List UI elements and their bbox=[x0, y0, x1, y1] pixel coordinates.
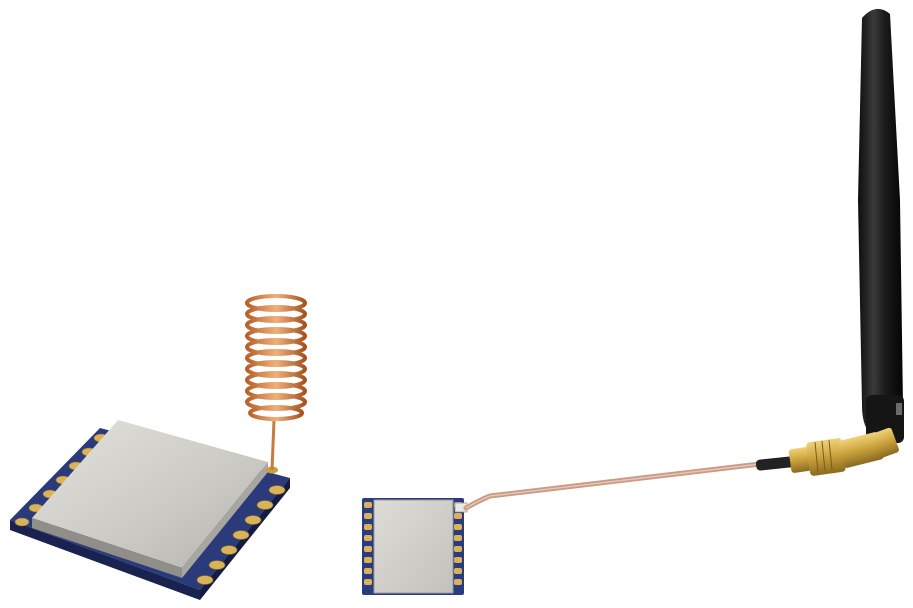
pcb-edge bbox=[10, 520, 200, 600]
rf-module-with-spring-antenna bbox=[10, 294, 307, 600]
coax-cable bbox=[463, 461, 763, 511]
pads-left bbox=[364, 502, 372, 585]
spring-antenna-lead bbox=[270, 419, 276, 471]
shield-can bbox=[32, 420, 268, 568]
sma-connector bbox=[788, 427, 899, 476]
antenna-hinge bbox=[866, 395, 904, 443]
pads-right bbox=[196, 485, 286, 585]
rubber-duck-antenna bbox=[788, 8, 904, 476]
shield-can bbox=[373, 499, 454, 594]
rf-module-with-ipex-cable bbox=[362, 456, 795, 595]
antenna-body bbox=[858, 8, 903, 433]
spring-antenna-coil bbox=[245, 294, 307, 421]
